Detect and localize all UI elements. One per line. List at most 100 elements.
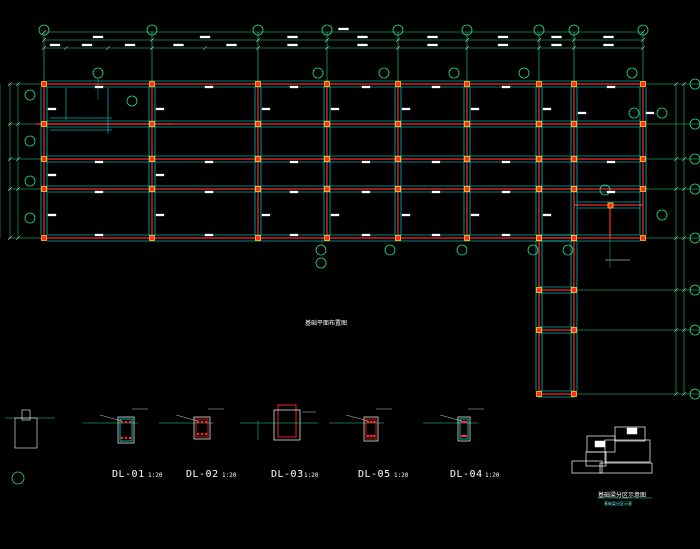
dimension-tick xyxy=(15,81,21,87)
dimension-tick xyxy=(464,45,470,51)
dimension-tick xyxy=(7,121,13,127)
section-scale-dl03: 1:20 xyxy=(304,472,319,479)
dimension-tick xyxy=(7,186,13,192)
column xyxy=(255,121,261,127)
dimension-tick xyxy=(571,45,577,51)
column xyxy=(571,327,577,333)
beam-label-mark xyxy=(47,213,57,217)
beam-label-mark xyxy=(470,213,480,217)
grid-bubble xyxy=(461,24,473,36)
beam-tag-bubble xyxy=(384,244,396,256)
dimension-tick xyxy=(640,29,646,35)
beam-label-mark xyxy=(361,160,371,164)
beam-label-mark xyxy=(289,233,299,237)
dimension-tick xyxy=(681,186,687,192)
column xyxy=(41,121,47,127)
plan-title: 基础平面布置图 xyxy=(305,320,348,327)
column xyxy=(149,121,155,127)
dimension-tick xyxy=(673,156,679,162)
section-label-dl05: DL-05 xyxy=(358,469,391,480)
dimension-tick xyxy=(640,45,646,51)
grid-bubble xyxy=(689,324,700,336)
key-plan-label-mark xyxy=(626,427,638,435)
section-outline xyxy=(273,409,301,441)
key-plan-block xyxy=(604,439,651,463)
beam-tag-bubble xyxy=(24,175,36,187)
section-leader xyxy=(99,414,123,422)
dimension-tick xyxy=(41,45,47,51)
beam-label-mark xyxy=(204,85,214,89)
section-rebar xyxy=(196,432,200,436)
beam-tag-bubble xyxy=(92,67,104,79)
beam-label-mark xyxy=(542,107,552,111)
column xyxy=(324,186,330,192)
key-plan-block xyxy=(599,462,653,474)
section-rebar xyxy=(462,434,466,438)
column xyxy=(395,121,401,127)
key-plan-title: 基础梁分区示意图 xyxy=(598,492,647,499)
section-stirrup xyxy=(459,418,469,440)
dimension-lines xyxy=(0,27,687,397)
beam-label-mark xyxy=(431,190,441,194)
beam-label-mark xyxy=(330,213,340,217)
column xyxy=(464,156,470,162)
column xyxy=(536,235,542,241)
beam-label-mark xyxy=(431,233,441,237)
dimension-tick xyxy=(673,186,679,192)
beam-label-mark xyxy=(606,160,616,164)
dimension-tick xyxy=(681,327,687,333)
column xyxy=(571,235,577,241)
key-plan xyxy=(571,426,653,499)
dimension-tick xyxy=(464,37,470,43)
column xyxy=(255,81,261,87)
column xyxy=(607,202,614,209)
column xyxy=(324,235,330,241)
beam-label-mark xyxy=(606,85,616,89)
section-label-dl02: DL-02 xyxy=(186,469,219,480)
section-label-dl01: DL-01 xyxy=(112,469,145,480)
beam-label-mark xyxy=(431,160,441,164)
dimension-tick xyxy=(673,235,679,241)
beam-label-mark xyxy=(94,190,104,194)
column xyxy=(536,327,542,333)
beam-tag-bubble xyxy=(518,67,530,79)
dimension-tick xyxy=(673,287,679,293)
column xyxy=(571,391,577,397)
beam-tag-bubble xyxy=(448,67,460,79)
section-rebar xyxy=(372,420,376,424)
column xyxy=(536,287,542,293)
dimension-tick xyxy=(673,81,679,87)
dimension-text-mark xyxy=(287,35,298,39)
dimension-text-mark xyxy=(81,43,93,47)
beam-label-mark xyxy=(501,190,511,194)
column xyxy=(149,81,155,87)
dimension-text-mark xyxy=(427,43,438,47)
dimension-tick xyxy=(15,156,21,162)
column xyxy=(571,121,577,127)
dimension-text-mark xyxy=(49,43,61,47)
column xyxy=(395,156,401,162)
beam-label-mark xyxy=(204,233,214,237)
beam-label-mark xyxy=(155,107,165,111)
dimension-tick xyxy=(395,45,401,51)
column xyxy=(536,186,542,192)
column xyxy=(464,81,470,87)
dimension-tick xyxy=(324,45,330,51)
beam-label-mark xyxy=(47,173,57,177)
beam-label-mark xyxy=(361,233,371,237)
column xyxy=(571,186,577,192)
column xyxy=(464,186,470,192)
dimension-text-mark xyxy=(226,43,237,47)
dimension-tick xyxy=(202,45,208,51)
section-scale-dl05: 1:20 xyxy=(394,472,409,479)
dimension-tick xyxy=(681,156,687,162)
grid-bubble xyxy=(637,24,649,36)
section-scale-dl02: 1:20 xyxy=(222,472,237,479)
beam-tag-bubble xyxy=(315,244,327,256)
column xyxy=(640,81,646,87)
column xyxy=(640,186,646,192)
section-outline xyxy=(193,416,211,440)
column xyxy=(255,186,261,192)
beam-label-mark xyxy=(94,160,104,164)
